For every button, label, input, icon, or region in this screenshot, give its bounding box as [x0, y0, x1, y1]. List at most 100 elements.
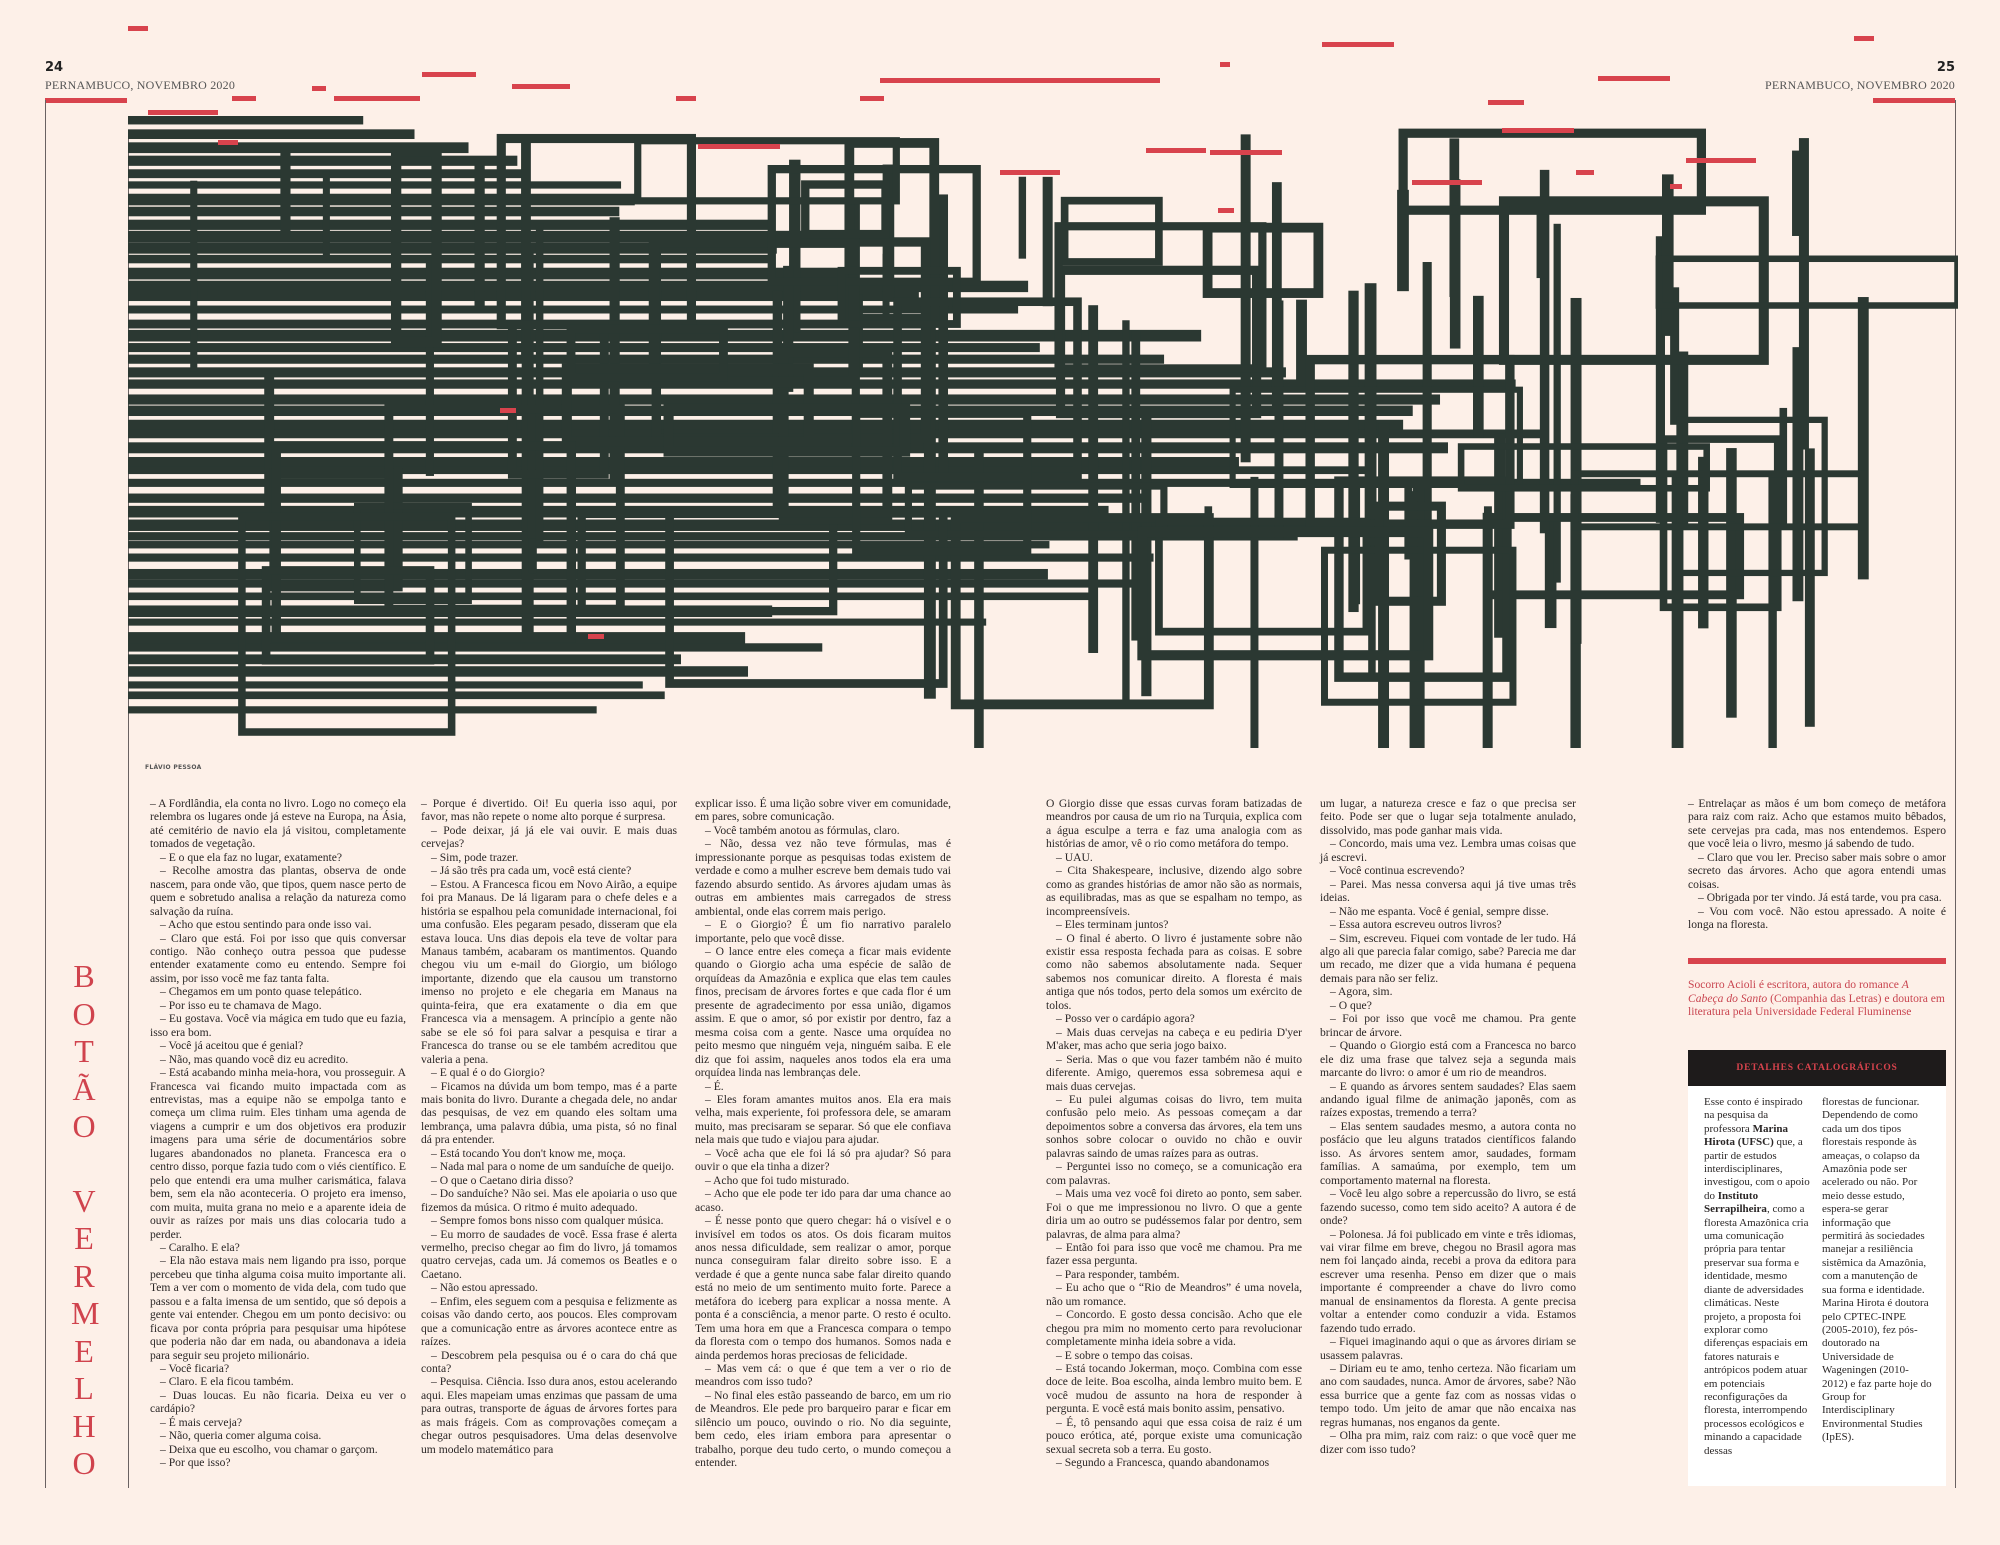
root-bar-horizontal [128, 592, 1093, 601]
root-bar-vertical [609, 217, 620, 482]
root-bar-horizontal [128, 329, 1202, 342]
story-title: BOTÃO VERMELHO [66, 958, 102, 1483]
root-bar-vertical [1768, 475, 1777, 748]
illustration-red-marks [128, 26, 1874, 639]
left-publication-date: PERNAMBUCO, NOVEMBRO 2020 [45, 78, 236, 92]
root-bar-vertical [1348, 290, 1359, 613]
root-loop [665, 508, 948, 688]
paragraph: – Não, mas quando você diz eu acredito. [160, 1052, 349, 1066]
author-credit: Socorro Acioli é escritora, autora do ro… [1688, 978, 1946, 1019]
paragraph: O Giorgio disse que essas curvas foram b… [1046, 797, 1302, 851]
root-bar-horizontal [128, 541, 1050, 549]
paragraph: – Claro que está. Foi por isso que quis … [150, 931, 406, 985]
paragraph: – Essa autora escreveu outros livros? [1330, 918, 1502, 932]
root-loop [1305, 354, 1515, 529]
root-bar-vertical [521, 139, 531, 355]
paragraph: – Não me espanta. Você é genial, sempre … [1330, 904, 1549, 918]
red-dash [1322, 42, 1394, 47]
paragraph: – Duas loucas. Eu não ficaria. Deixa eu … [150, 1388, 406, 1416]
root-bar-vertical [280, 145, 291, 237]
red-dash [232, 96, 256, 101]
paragraph: – Cita Shakespeare, inclusive, dizendo a… [1046, 864, 1302, 918]
paragraph: – Porque é divertido. Oi! Eu queria isso… [421, 797, 677, 824]
paragraph: – Eu morro de saudades de você. Essa fra… [421, 1227, 677, 1281]
left-margin-line [45, 100, 46, 1488]
paragraph: um lugar, a natureza cresce e faz o que … [1320, 797, 1576, 837]
paragraph: – Seria. Mas o que vou fazer também não … [1046, 1052, 1302, 1093]
root-loop [1571, 470, 1867, 531]
root-bar-horizontal [128, 706, 597, 714]
root-loop [1334, 476, 1512, 682]
root-loop [507, 320, 609, 479]
paragraph: – A Fordlândia, ela conta no livro. Logo… [150, 797, 406, 851]
paragraph: – Ficamos na dúvida um bom tempo, mas é … [421, 1079, 677, 1147]
root-bar-vertical [783, 265, 794, 392]
red-dash [500, 408, 516, 413]
paragraph: – Acho que foi tudo misturado. [705, 1173, 850, 1187]
red-dash [1854, 36, 1874, 41]
paragraph: – Sempre fomos bons nisso com qualquer m… [431, 1214, 664, 1228]
catalog-text: que, a partir de estudos interdisciplina… [1704, 1136, 1810, 1202]
root-bar-vertical [1661, 174, 1674, 336]
root-bar-vertical [1798, 138, 1809, 450]
paragraph: – Acho que ele pode ter ido para dar uma… [695, 1187, 951, 1214]
paragraph: – Entrelaçar as mãos é um bom começo de … [1688, 797, 1946, 851]
text-column-4: O Giorgio disse que essas curvas foram b… [1046, 797, 1302, 1470]
root-bar-vertical [1544, 517, 1557, 629]
root-bar-horizontal [128, 116, 364, 125]
paragraph: – Você já aceitou que é genial? [160, 1039, 304, 1053]
red-dash [1488, 100, 1524, 105]
red-dash [1598, 76, 1670, 81]
root-loop [950, 513, 1214, 710]
root-loop [801, 180, 890, 239]
paragraph: – Parei. Mas nessa conversa aqui já tive… [1320, 877, 1576, 905]
root-bar-horizontal [128, 532, 1298, 541]
root-bar-vertical [535, 223, 544, 547]
root-bar-vertical [1240, 134, 1251, 463]
root-bar-vertical [1422, 262, 1432, 562]
root-bar-horizontal [128, 493, 1149, 503]
paragraph: – Está tocando Jokerman, moço. Combina c… [1046, 1362, 1302, 1416]
root-bar-vertical [1412, 481, 1425, 748]
paragraph: – E o Giorgio? É um fio narrativo parale… [695, 918, 951, 945]
root-loop [634, 137, 900, 205]
root-bar-vertical [1042, 176, 1053, 307]
right-publication-date: PERNAMBUCO, NOVEMBRO 2020 [1764, 78, 1955, 92]
root-loop [261, 566, 435, 665]
paragraph: – E sobre o tempo das coisas. [1056, 1348, 1193, 1362]
root-bar-vertical [1250, 476, 1259, 748]
story-title-word-1: BOTÃO [72, 958, 96, 1144]
root-loop [1457, 443, 1710, 492]
paragraph: – Mais duas cervejas na cabeça e eu pedi… [1046, 1025, 1302, 1053]
paragraph: – Claro que vou ler. Preciso saber mais … [1688, 850, 1946, 891]
root-bar-vertical [1804, 448, 1815, 727]
root-bar-vertical [474, 159, 485, 310]
paragraph: – E o que ela faz no lugar, exatamente? [160, 850, 343, 864]
text-column-5: um lugar, a natureza cresce e faz o que … [1320, 797, 1576, 1456]
root-bar-vertical [1536, 196, 1548, 279]
root-bar-horizontal [128, 618, 987, 626]
root-bar-vertical [1364, 283, 1377, 546]
root-bar-horizontal [128, 466, 1374, 475]
root-bar-vertical [1296, 299, 1307, 385]
paragraph: – Estou. A Francesca ficou em Novo Airão… [421, 877, 677, 1066]
paragraph: – Concordo, mais uma vez. Lembra umas co… [1320, 837, 1576, 864]
paragraph: – UAU. [1056, 850, 1093, 864]
paragraph: – Está tocando You don't know me, moça. [431, 1146, 626, 1160]
root-loop [1398, 128, 1707, 215]
root-bar-vertical [1779, 407, 1788, 526]
root-bar-vertical [527, 397, 538, 539]
illustration-credit: FLÁVIO PESSOA [145, 764, 202, 771]
root-loop [1202, 222, 1324, 298]
paragraph: – Perguntei isso no começo, se a comunic… [1046, 1160, 1302, 1187]
paragraph: – Eu acho que o “Rio de Meandros” é uma … [1046, 1281, 1302, 1308]
paragraph: – Olha pra mim, raiz com raiz: o que voc… [1320, 1429, 1576, 1456]
paragraph: explicar isso. É uma lição sobre viver e… [695, 797, 951, 824]
paragraph: – Está acabando minha meia-hora, vou pro… [150, 1066, 406, 1241]
paragraph: – Agora, sim. [1330, 985, 1393, 999]
root-bar-vertical [264, 373, 275, 508]
catalog-box: DETALHES CATALOGRÁFICOS Esse conto é ins… [1688, 1050, 1946, 1486]
paragraph: – Deixa que eu escolho, vou chamar o gar… [160, 1442, 378, 1456]
root-bar-horizontal [128, 643, 823, 652]
credit-book-title: A Cabeça do Santo [1688, 978, 1909, 1005]
